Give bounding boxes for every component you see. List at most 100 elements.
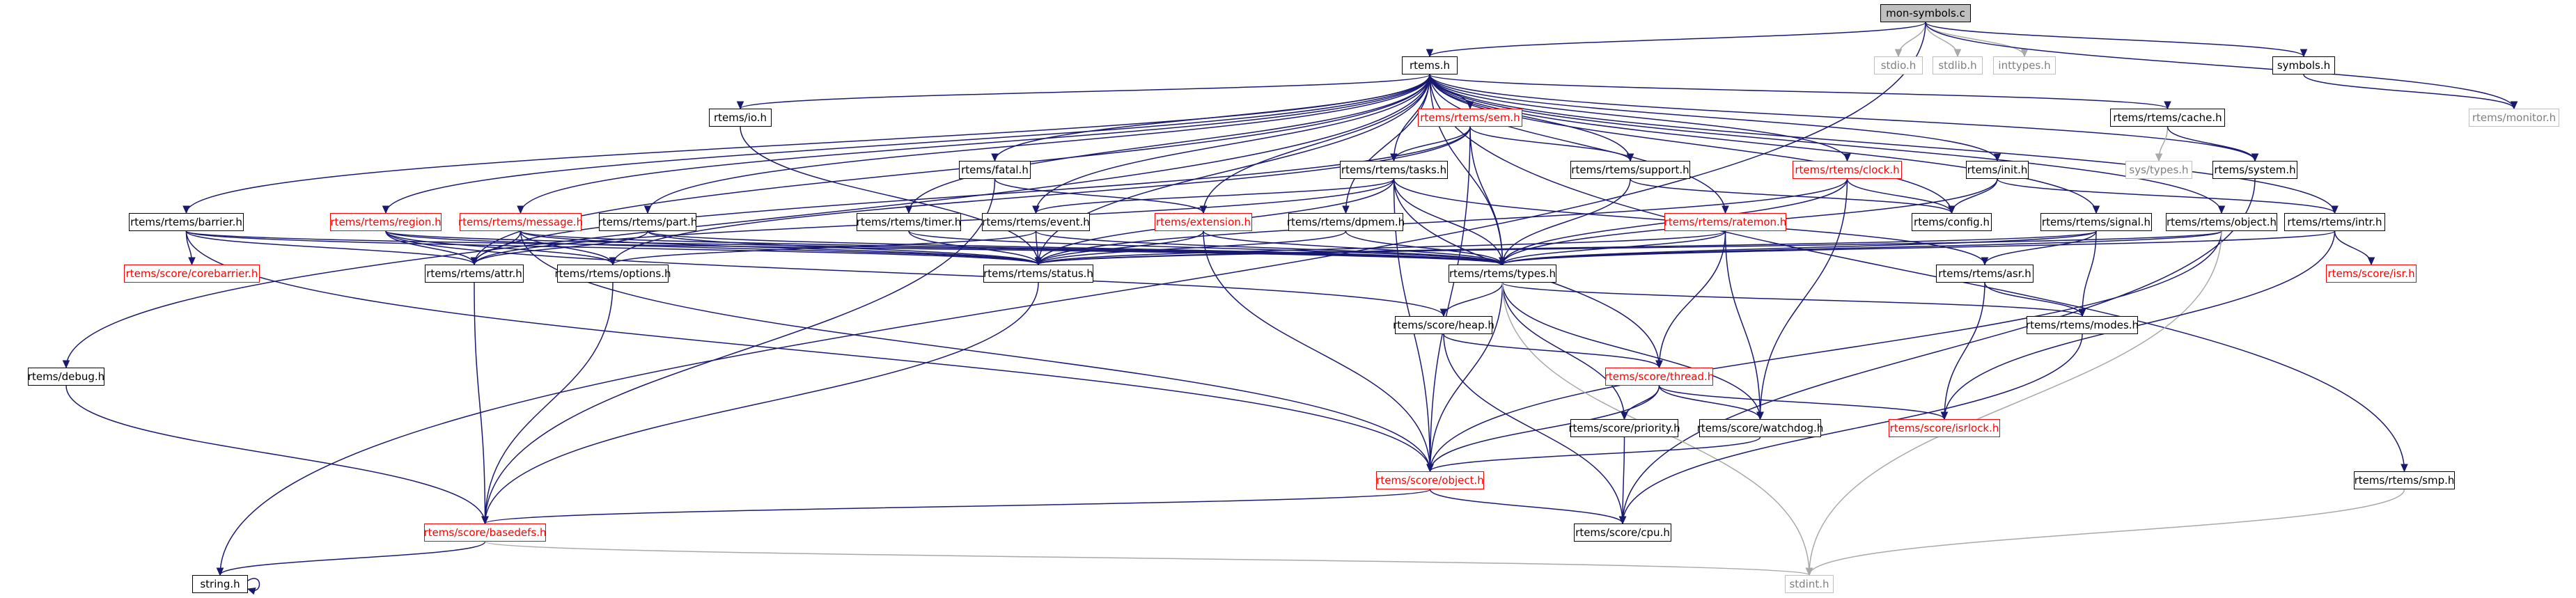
- edge-mon-symbols-c-to-stdlib-h-arrowhead: [1953, 49, 1962, 58]
- edge-rtems-score-priority-h-to-rtems-score-cpu-h: [1622, 436, 1625, 524]
- edge-symbols-h-to-rtems-monitor-h: [2303, 74, 2515, 109]
- node-rtems-rtems-modes-h[interactable]: rtems/rtems/modes.h: [2026, 316, 2139, 334]
- node-rtems-system-h[interactable]: rtems/system.h: [2212, 161, 2297, 179]
- edge-rtems-rtems-ratemon-h-to-rtems-score-thread-h: [1658, 230, 1726, 368]
- node-rtems-extension-h[interactable]: rtems/extension.h: [1155, 213, 1252, 231]
- node-rtems-rtems-options-h[interactable]: rtems/rtems/options.h: [554, 265, 671, 283]
- node-string-h[interactable]: string.h: [192, 575, 248, 593]
- edge-rtems-h-to-rtems-rtems-intr-h: [1429, 74, 2336, 214]
- edge-mon-symbols-c-to-symbols-h: [1925, 22, 2304, 57]
- edge-rtems-h-to-rtems-extension-h: [1203, 74, 1430, 214]
- node-rtems-config-h[interactable]: rtems/config.h: [1912, 213, 1992, 231]
- edge-mon-symbols-c-to-rtems-h-arrowhead: [1426, 49, 1434, 58]
- edge-rtems-rtems-sem-h-to-rtems-rtems-tasks-h: [1393, 126, 1471, 162]
- edge-rtems-h-to-rtems-debug-h: [65, 74, 1430, 368]
- node-rtems-rtems-part-h[interactable]: rtems/rtems/part.h: [598, 213, 697, 231]
- edge-rtems-h-to-rtems-rtems-barrier-h-arrowhead: [182, 205, 190, 214]
- node-rtems-score-basedefs-h[interactable]: rtems/score/basedefs.h: [424, 524, 547, 542]
- node-rtems-fatal-h[interactable]: rtems/fatal.h: [959, 161, 1031, 179]
- edge-rtems-rtems-event-h-to-rtems-rtems-options-h: [612, 230, 1037, 265]
- edge-rtems-score-heap-h-to-rtems-score-thread-h-arrowhead: [1655, 360, 1663, 369]
- node-rtems-score-heap-h[interactable]: rtems/score/heap.h: [1393, 316, 1494, 334]
- edge-rtems-rtems-clock-h-to-rtems-score-watchdog-h: [1759, 178, 1848, 420]
- edge-rtems-score-object-h-to-rtems-score-basedefs-h: [484, 489, 1431, 524]
- edge-rtems-rtems-part-h-to-rtems-rtems-attr-h: [474, 230, 648, 265]
- edge-rtems-rtems-object-h-to-rtems-rtems-status-h-arrowhead: [1034, 257, 1043, 266]
- edge-rtems-rtems-event-h-to-rtems-rtems-types-h: [1035, 230, 1504, 265]
- node-rtems-rtems-support-h[interactable]: rtems/rtems/support.h: [1570, 161, 1690, 179]
- edge-rtems-h-to-rtems-rtems-region-h-arrowhead: [382, 205, 390, 214]
- node-rtems-monitor-h: rtems/monitor.h: [2469, 109, 2559, 127]
- edge-rtems-rtems-sem-h-to-rtems-rtems-support-h-arrowhead: [1626, 153, 1634, 162]
- edge-rtems-extension-h-to-rtems-score-object-h: [1203, 230, 1431, 472]
- edge-rtems-rtems-types-h-to-rtems-rtems-modes-h: [1501, 282, 2083, 317]
- node-rtems-rtems-clock-h[interactable]: rtems/rtems/clock.h: [1793, 161, 1902, 179]
- edge-rtems-rtems-ratemon-h-to-rtems-rtems-status-h: [1038, 230, 1726, 265]
- node-rtems-score-priority-h[interactable]: rtems/score/priority.h: [1568, 419, 1680, 437]
- edge-rtems-h-to-rtems-rtems-message-h-arrowhead: [517, 205, 524, 214]
- edge-mon-symbols-c-to-inttypes-h-arrowhead: [2020, 49, 2029, 58]
- edge-rtems-rtems-support-h-to-rtems-config-h: [1630, 178, 1953, 214]
- node-rtems-rtems-sem-h[interactable]: rtems/rtems/sem.h: [1418, 109, 1522, 127]
- node-rtems-rtems-barrier-h[interactable]: rtems/rtems/barrier.h: [129, 213, 244, 231]
- edge-rtems-score-thread-h-to-rtems-score-priority-h-arrowhead: [1621, 411, 1628, 420]
- node-sys-types-h: sys/types.h: [2125, 161, 2192, 179]
- edge-rtems-system-h-to-rtems-score-cpu-h: [1622, 178, 2256, 524]
- edge-rtems-rtems-message-h-to-rtems-rtems-options-h: [520, 230, 614, 265]
- edge-rtems-h-to-rtems-rtems-clock-h-arrowhead: [1843, 153, 1851, 162]
- edge-rtems-rtems-signal-h-to-rtems-rtems-asr-h: [1984, 230, 2097, 265]
- node-rtems-rtems-dpmem-h[interactable]: rtems/rtems/dpmem.h: [1287, 213, 1405, 231]
- edge-rtems-h-to-rtems-rtems-region-h: [385, 74, 1430, 214]
- node-rtems-rtems-asr-h[interactable]: rtems/rtems/asr.h: [1936, 265, 2034, 283]
- node-rtems-rtems-status-h[interactable]: rtems/rtems/status.h: [983, 265, 1093, 283]
- node-rtems-rtems-object-h[interactable]: rtems/rtems/object.h: [2166, 213, 2277, 231]
- node-rtems-h[interactable]: rtems.h: [1402, 56, 1458, 74]
- node-rtems-score-thread-h[interactable]: rtems/score/thread.h: [1605, 368, 1714, 386]
- edge-rtems-h-to-rtems-rtems-cache-h-arrowhead: [2164, 101, 2171, 110]
- node-rtems-rtems-intr-h[interactable]: rtems/rtems/intr.h: [2284, 213, 2385, 231]
- edge-rtems-rtems-barrier-h-to-rtems-score-object-h: [185, 230, 1431, 472]
- node-rtems-init-h[interactable]: rtems/init.h: [1966, 161, 2029, 179]
- node-rtems-rtems-event-h[interactable]: rtems/rtems/event.h: [982, 213, 1090, 231]
- edge-rtems-rtems-clock-h-to-rtems-config-h: [1846, 178, 1953, 214]
- edge-rtems-rtems-types-h-to-rtems-score-priority-h: [1501, 282, 1625, 420]
- edge-rtems-h-to-rtems-init-h-arrowhead: [1993, 153, 2001, 162]
- node-rtems-rtems-types-h[interactable]: rtems/rtems/types.h: [1449, 265, 1556, 283]
- edge-rtems-h-to-rtems-rtems-clock-h: [1429, 74, 1848, 162]
- node-rtems-rtems-timer-h[interactable]: rtems/rtems/timer.h: [857, 213, 961, 231]
- edge-rtems-rtems-cache-h-to-rtems-system-h-arrowhead: [2251, 153, 2259, 162]
- node-rtems-debug-h[interactable]: rtems/debug.h: [28, 368, 104, 386]
- node-rtems-rtems-smp-h[interactable]: rtems/rtems/smp.h: [2354, 471, 2455, 489]
- edge-rtems-rtems-region-h-to-rtems-score-heap-h: [385, 230, 1444, 317]
- node-rtems-rtems-tasks-h[interactable]: rtems/rtems/tasks.h: [1340, 161, 1448, 179]
- edge-rtems-h-to-rtems-rtems-signal-h: [1429, 74, 2097, 214]
- node-rtems-rtems-ratemon-h[interactable]: rtems/rtems/ratemon.h: [1664, 213, 1786, 231]
- edge-rtems-init-h-to-rtems-rtems-intr-h: [1997, 178, 2336, 214]
- edge-rtems-rtems-sem-h-to-rtems-rtems-options-h: [612, 126, 1471, 265]
- node-rtems-rtems-message-h[interactable]: rtems/rtems/message.h: [458, 213, 583, 231]
- edge-rtems-h-to-rtems-rtems-event-h: [1035, 74, 1430, 214]
- edge-rtems-h-to-rtems-config-h: [1429, 74, 1953, 214]
- edge-rtems-init-h-to-rtems-config-h-arrowhead: [1948, 205, 1956, 214]
- edge-rtems-rtems-sem-h-to-rtems-rtems-attr-h: [474, 126, 1471, 265]
- node-rtems-score-cpu-h[interactable]: rtems/score/cpu.h: [1574, 524, 1671, 542]
- node-rtems-rtems-region-h[interactable]: rtems/rtems/region.h: [330, 213, 442, 231]
- node-symbols-h[interactable]: symbols.h: [2272, 56, 2335, 74]
- edge-rtems-h-to-rtems-debug-h-arrowhead: [62, 360, 70, 369]
- edge-rtems-rtems-intr-h-to-rtems-score-isr-h-arrowhead: [2367, 257, 2375, 266]
- node-rtems-score-isrlock-h[interactable]: rtems/score/isrlock.h: [1889, 419, 2000, 437]
- edge-rtems-rtems-object-h-to-stdint-h: [1809, 230, 2222, 576]
- node-rtems-score-watchdog-h[interactable]: rtems/score/watchdog.h: [1697, 419, 1823, 437]
- edge-rtems-h-to-rtems-rtems-smp-h-arrowhead: [2401, 464, 2408, 473]
- node-rtems-rtems-cache-h[interactable]: rtems/rtems/cache.h: [2110, 109, 2225, 127]
- node-rtems-rtems-attr-h[interactable]: rtems/rtems/attr.h: [425, 265, 524, 283]
- edge-rtems-h-to-rtems-io-h-arrowhead: [736, 101, 744, 110]
- edge-rtems-h-to-rtems-rtems-message-h: [520, 74, 1430, 214]
- node-rtems-rtems-signal-h[interactable]: rtems/rtems/signal.h: [2040, 213, 2152, 231]
- node-rtems-score-isr-h[interactable]: rtems/score/isr.h: [2326, 265, 2417, 283]
- edge-rtems-rtems-cache-h-to-rtems-system-h: [2167, 126, 2256, 162]
- node-rtems-score-corebarrier-h[interactable]: rtems/score/corebarrier.h: [124, 265, 260, 283]
- node-rtems-score-object-h[interactable]: rtems/score/object.h: [1376, 471, 1484, 489]
- node-rtems-io-h[interactable]: rtems/io.h: [709, 109, 772, 127]
